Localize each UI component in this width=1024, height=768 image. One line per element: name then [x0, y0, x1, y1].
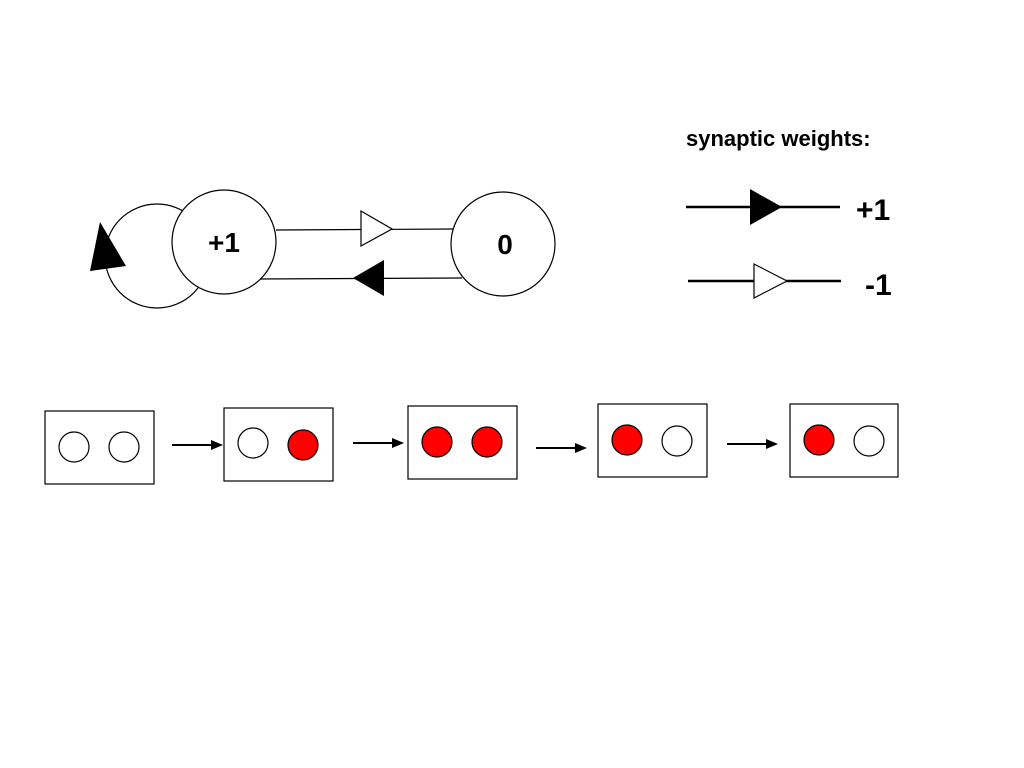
neuron-state-b	[661, 425, 693, 457]
neuron-state-a	[803, 424, 835, 456]
inhibitory-arrowhead-icon	[753, 263, 789, 299]
neuron-a: +1	[171, 189, 277, 295]
inhibitory-arrowhead-icon	[360, 209, 394, 248]
state-sequence	[44, 403, 899, 485]
transition-arrow-icon	[727, 439, 778, 449]
state-box	[223, 407, 334, 482]
synapse-b-to-a	[257, 260, 463, 296]
state-box	[407, 405, 518, 480]
neuron-state-a	[421, 426, 453, 458]
legend-title: synaptic weights:	[686, 126, 871, 151]
state-box	[789, 403, 899, 478]
neuron-b: 0	[450, 191, 556, 297]
neuron-b-label: 0	[497, 229, 513, 260]
synapse-a-to-b	[275, 209, 456, 248]
neuron-state-a	[611, 424, 643, 456]
legend-item-positive-label: +1	[856, 194, 890, 227]
state-box	[597, 403, 708, 478]
legend-item-positive: +1	[686, 189, 890, 227]
state-box	[44, 410, 155, 485]
neuron-state-b	[287, 429, 319, 461]
excitatory-arrowhead-icon	[750, 189, 782, 225]
legend-item-negative-label: -1	[865, 269, 892, 302]
neuron-state-b	[108, 431, 140, 463]
legend: synaptic weights: +1 -1	[686, 126, 892, 302]
legend-item-negative: -1	[688, 263, 892, 302]
transition-arrow-icon	[536, 443, 587, 453]
neuron-state-b	[471, 426, 503, 458]
transition-arrow-icon	[172, 440, 223, 450]
neuron-state-a	[237, 427, 269, 459]
excitatory-arrowhead-icon	[353, 260, 384, 296]
neuron-state-b	[853, 425, 885, 457]
excitatory-arrowhead-icon	[90, 222, 126, 271]
neuron-state-a	[58, 431, 90, 463]
neuron-a-label: +1	[208, 227, 240, 258]
transition-arrow-icon	[353, 438, 404, 448]
